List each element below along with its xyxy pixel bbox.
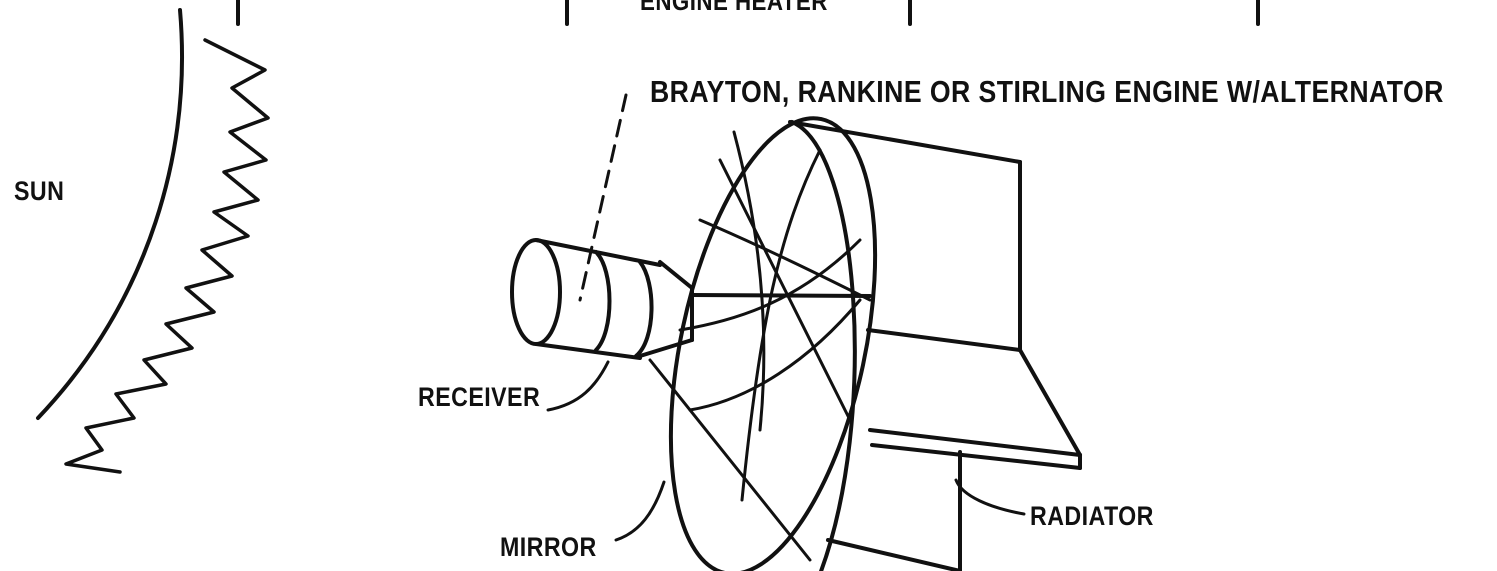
sun-arc <box>36 8 184 420</box>
top-header-cut-text: ENGINE HEATER <box>640 0 828 16</box>
mirror-dish <box>648 116 878 571</box>
leader-lines <box>546 93 1026 542</box>
sun-label: SUN <box>14 176 65 206</box>
radiator-label: RADIATOR <box>1030 501 1154 531</box>
engine-label: BRAYTON, RANKINE OR STIRLING ENGINE W/AL… <box>650 74 1444 109</box>
mirror-label: MIRROR <box>500 532 597 562</box>
receiver-label: RECEIVER <box>418 382 541 412</box>
receiver-cylinder <box>510 238 662 360</box>
top-divider-lines <box>236 0 1260 26</box>
sun-rays <box>64 38 270 474</box>
radiator-panels <box>788 120 1082 571</box>
